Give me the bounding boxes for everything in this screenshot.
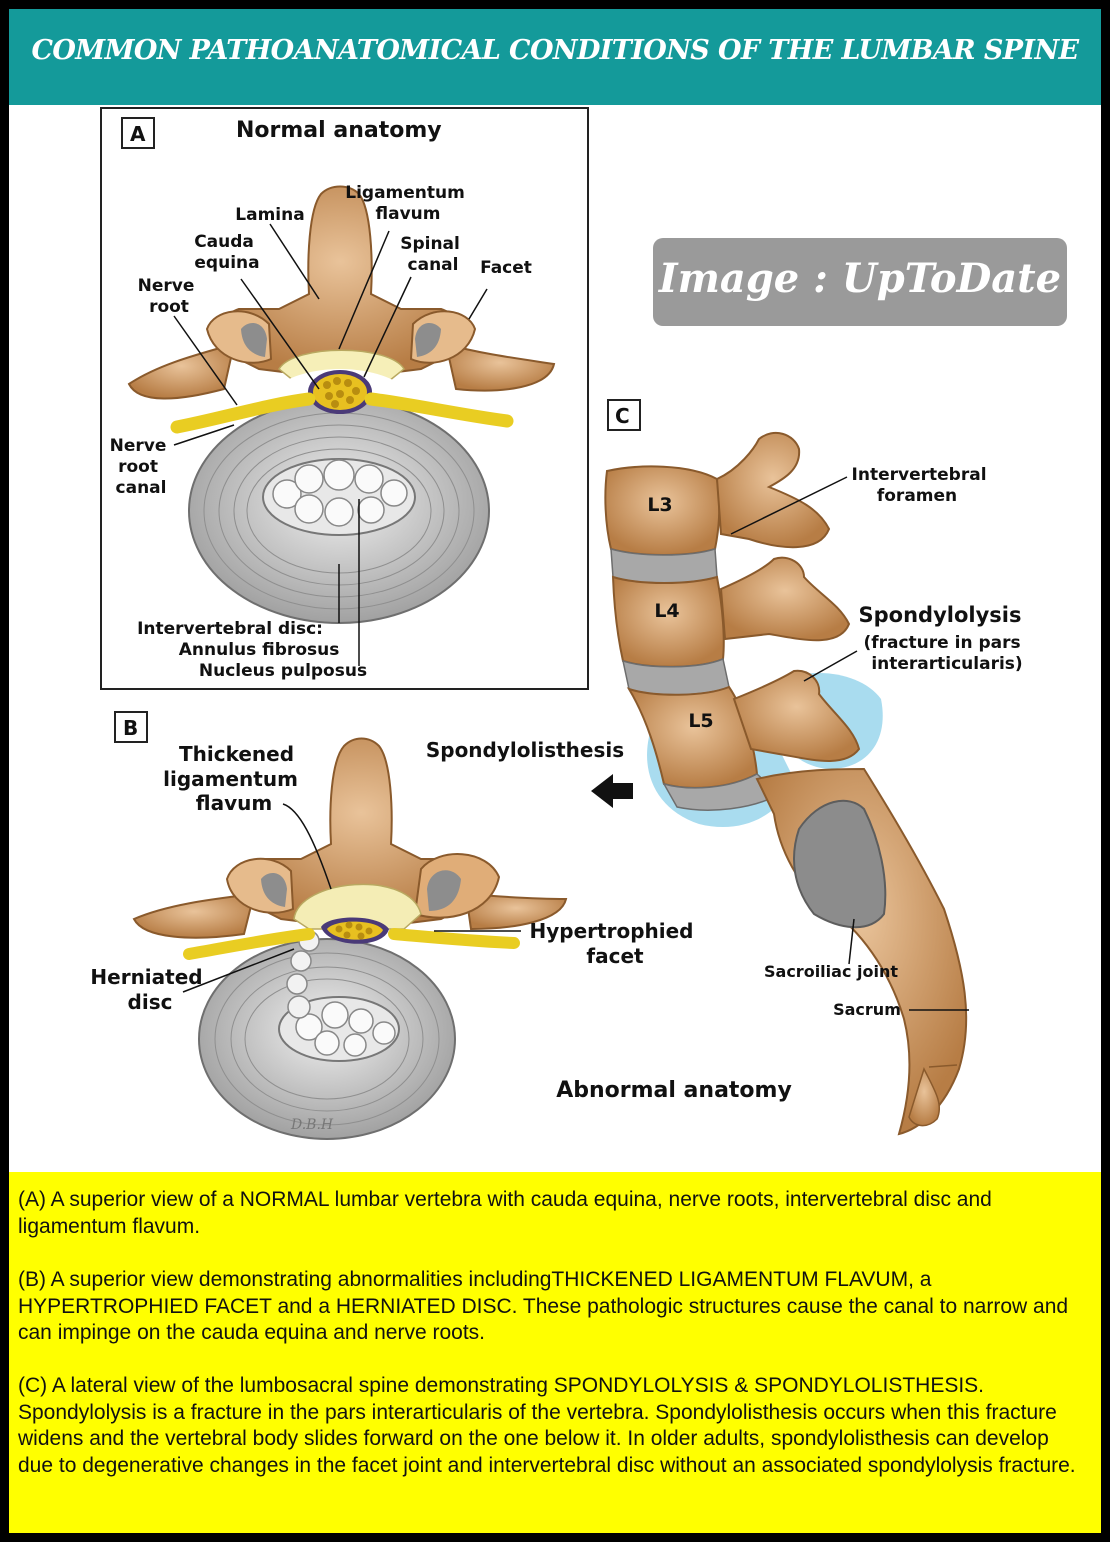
- header-banner: COMMON PATHOANATOMICAL CONDITIONS OF THE…: [9, 9, 1101, 105]
- label-l4: L4: [654, 600, 679, 622]
- caption-box: (A) A superior view of a NORMAL lumbar v…: [9, 1172, 1101, 1533]
- label-hypertrophied-facet: Hypertrophied facet: [530, 919, 701, 968]
- artist-signature: D.B.H: [290, 1117, 334, 1133]
- label-nerve-root: Nerve root: [138, 276, 201, 317]
- panel-a-title: Normal anatomy: [236, 118, 442, 143]
- spondylolisthesis-arrow: [591, 774, 633, 808]
- label-cauda-equina: Cauda equina: [194, 232, 260, 273]
- page-frame: COMMON PATHOANATOMICAL CONDITIONS OF THE…: [9, 9, 1101, 1533]
- panel-b-letter-box: [114, 711, 148, 743]
- label-thickened-ligamentum: Thickened ligamentum flavum: [163, 742, 305, 815]
- label-intervertebral-foramen: Intervertebral foramen: [852, 465, 993, 506]
- panel-a-letter-box: [121, 117, 155, 149]
- panel-b-leader-lines: [182, 803, 521, 993]
- caption-a: (A) A superior view of a NORMAL lumbar v…: [18, 1188, 992, 1238]
- watermark-text: Image : UpToDate: [658, 255, 1062, 302]
- panel-c-letter-box: [607, 399, 641, 431]
- abnormal-anatomy-title: Abnormal anatomy: [556, 1078, 792, 1103]
- lateral-spine: [604, 431, 968, 1136]
- caption-c: (C) A lateral view of the lumbosacral sp…: [18, 1374, 1076, 1477]
- label-spondylolisthesis: Spondylolisthesis: [426, 738, 624, 762]
- panel-a-leader-lines: [173, 223, 488, 666]
- label-l5: L5: [688, 710, 713, 732]
- panel-c-letter: C: [615, 404, 630, 428]
- panel-c-leader-lines: [730, 476, 969, 1011]
- page-title: COMMON PATHOANATOMICAL CONDITIONS OF THE…: [31, 35, 1079, 66]
- panel-a-frame: [100, 107, 589, 690]
- caption-b: (B) A superior view demonstrating abnorm…: [18, 1268, 1069, 1344]
- label-spondylolysis: Spondylolysis: [859, 603, 1022, 627]
- panel-a-vertebra: [127, 185, 556, 624]
- watermark-badge: Image : UpToDate: [653, 238, 1067, 326]
- label-sacrum: Sacrum: [833, 1000, 901, 1019]
- label-spinal-canal: Spinal canal: [400, 234, 466, 275]
- label-herniated-disc: Herniated disc: [90, 965, 209, 1014]
- label-ligamentum-flavum: Ligamentum flavum: [345, 183, 471, 224]
- label-facet: Facet: [480, 258, 532, 278]
- label-spondylolysis-note: (fracture in pars interarticularis): [863, 633, 1026, 674]
- panel-b-vertebra: D.B.H: [132, 737, 568, 1140]
- panel-a-letter: A: [130, 122, 146, 146]
- label-nerve-root-canal: Nerve root canal: [110, 436, 173, 498]
- label-lamina: Lamina: [235, 205, 304, 225]
- label-l3: L3: [647, 494, 672, 516]
- illustration-canvas: A Normal anatomy: [90, 107, 1026, 1140]
- label-disc: Intervertebral disc: Annulus fibrosus Nu…: [137, 619, 367, 681]
- panel-b-letter: B: [123, 716, 138, 740]
- label-sacroiliac-joint: Sacroiliac joint: [764, 962, 898, 981]
